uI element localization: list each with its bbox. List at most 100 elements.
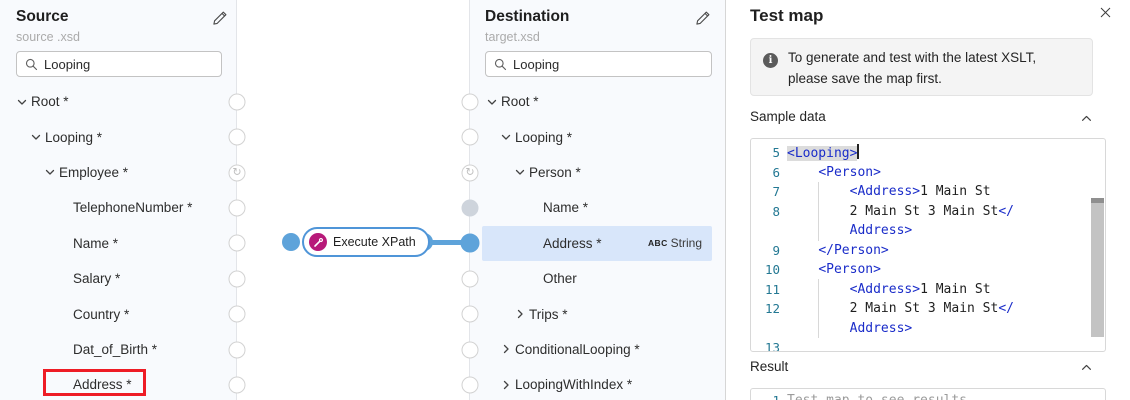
node-connector[interactable] <box>460 233 480 253</box>
tree-item-label: Name * <box>543 200 589 216</box>
code-line[interactable]: Address> <box>849 320 913 336</box>
tree-item-label: Dat_of_Birth * <box>73 341 158 357</box>
result-code-editor[interactable]: 1 Test map to see results <box>750 388 1106 400</box>
chevron-down-icon[interactable] <box>514 166 528 178</box>
source-tree-item[interactable]: TelephoneNumber * <box>12 190 224 225</box>
code-line[interactable]: 6 <Person> <box>751 163 1105 183</box>
source-tree-item[interactable]: Looping * <box>12 119 224 154</box>
code-line[interactable]: Address> <box>849 223 913 239</box>
chevron-down-icon[interactable] <box>44 166 58 178</box>
edit-destination-schema-button[interactable] <box>695 10 711 26</box>
destination-search-box[interactable] <box>485 51 712 77</box>
info-message-box: i To generate and test with the latest X… <box>750 38 1093 96</box>
tree-item-label: Address * <box>543 235 602 251</box>
source-tree-item[interactable]: Root * <box>12 84 224 119</box>
destination-tree-item[interactable]: Person * <box>482 155 712 190</box>
line-number: 11 <box>764 281 780 297</box>
loop-icon: ↻ <box>232 166 242 178</box>
tree-item-label: Employee * <box>59 164 129 180</box>
code-line[interactable]: 11 <Address>1 Main St <box>751 280 1105 300</box>
destination-tree-item[interactable]: Other <box>482 261 712 296</box>
node-connector[interactable] <box>228 128 246 146</box>
destination-tree-item[interactable]: Root * <box>482 84 712 119</box>
node-connector[interactable] <box>461 376 479 394</box>
chevron-down-icon[interactable] <box>486 96 500 108</box>
tree-item-label: Looping * <box>515 129 573 145</box>
text-cursor <box>857 144 859 160</box>
tree-item-label: Person * <box>529 164 581 180</box>
edit-source-schema-button[interactable] <box>212 10 228 26</box>
code-line[interactable]: 8 2 Main St 3 Main St</ <box>751 202 1105 222</box>
loop-connector[interactable]: ↻ <box>228 164 246 181</box>
destination-panel: Destination target.xsd Root *Looping *Pe… <box>470 0 725 400</box>
code-line[interactable]: 12 2 Main St 3 Main St</ <box>751 299 1105 319</box>
code-line[interactable]: 5<Looping> <box>751 143 1105 163</box>
source-tree-item[interactable]: Name * <box>12 226 224 261</box>
source-tree-item[interactable]: Address * <box>12 367 224 400</box>
close-button[interactable] <box>1098 5 1118 25</box>
function-node-execute-xpath[interactable]: Execute XPath <box>302 227 430 257</box>
line-number: 10 <box>764 262 780 278</box>
mapping-edge[interactable] <box>424 240 470 245</box>
destination-tree-item[interactable]: Trips * <box>482 296 712 331</box>
chevron-down-icon[interactable] <box>500 131 514 143</box>
destination-tree-item[interactable]: LoopingWithIndex * <box>482 367 712 400</box>
source-panel: Source source .xsd Root *Looping *Employ… <box>0 0 237 400</box>
code-line[interactable]: 13 <box>751 338 1105 352</box>
node-connector[interactable] <box>461 341 479 358</box>
node-connector[interactable] <box>461 93 479 111</box>
source-tree-item[interactable]: Employee * <box>12 155 224 190</box>
sample-data-collapse-button[interactable] <box>1080 112 1094 126</box>
code-line[interactable]: 7 <Address>1 Main St <box>751 182 1105 202</box>
source-tree-item[interactable]: Salary * <box>12 261 224 296</box>
line-number: 9 <box>772 242 780 258</box>
node-connector[interactable] <box>228 199 246 217</box>
search-icon <box>25 58 38 71</box>
destination-tree-item[interactable]: ConditionalLooping * <box>482 332 712 367</box>
function-input-handle[interactable] <box>282 233 300 251</box>
function-node-label: Execute XPath <box>333 235 416 249</box>
node-connector[interactable] <box>461 305 479 323</box>
node-connector[interactable] <box>228 234 246 252</box>
node-connector[interactable] <box>228 341 246 358</box>
source-search-input[interactable] <box>44 56 213 72</box>
line-number: 12 <box>764 301 780 317</box>
tree-item-label: Root * <box>31 94 69 110</box>
chevron-right-icon[interactable] <box>500 343 514 355</box>
code-lines: 5<Looping>6 <Person>7 <Address>1 Main St… <box>751 139 1105 352</box>
node-connector[interactable] <box>461 270 479 288</box>
result-collapse-button[interactable] <box>1080 361 1094 375</box>
line-number: 7 <box>772 184 780 200</box>
function-icon <box>309 233 327 251</box>
source-search-box[interactable] <box>16 51 222 77</box>
tree-item-label: Trips * <box>529 306 568 322</box>
destination-search-input[interactable] <box>513 56 703 72</box>
chevron-right-icon[interactable] <box>500 379 514 391</box>
info-message-text: To generate and test with the latest XSL… <box>788 50 1037 86</box>
destination-tree-item[interactable]: Name * <box>482 190 712 225</box>
chevron-down-icon[interactable] <box>16 96 30 108</box>
chevron-up-icon <box>1081 364 1092 370</box>
source-tree-item[interactable]: Country * <box>12 296 224 331</box>
loop-connector[interactable]: ↻ <box>461 164 479 181</box>
node-connector[interactable] <box>228 305 246 323</box>
destination-tree-item[interactable]: Looping * <box>482 119 712 154</box>
chevron-right-icon[interactable] <box>514 308 528 320</box>
node-connector[interactable] <box>461 128 479 146</box>
sample-data-code-editor[interactable]: 5<Looping>6 <Person>7 <Address>1 Main St… <box>750 138 1106 352</box>
result-line: 1 Test map to see results <box>751 389 1105 400</box>
editor-scrollbar[interactable] <box>1091 198 1104 337</box>
tree-item-label: ConditionalLooping * <box>515 341 640 357</box>
line-number: 13 <box>764 340 780 352</box>
code-line[interactable]: 10 <Person> <box>751 260 1105 280</box>
destination-panel-title: Destination <box>485 8 570 25</box>
source-tree-item[interactable]: Dat_of_Birth * <box>12 332 224 367</box>
node-connector[interactable] <box>228 93 246 111</box>
node-connector[interactable] <box>461 199 479 217</box>
node-connector[interactable] <box>228 376 246 394</box>
chevron-down-icon[interactable] <box>30 131 44 143</box>
testmap-panel-border <box>725 0 726 400</box>
code-line[interactable]: 9 </Person> <box>751 241 1105 261</box>
node-connector[interactable] <box>228 270 246 288</box>
